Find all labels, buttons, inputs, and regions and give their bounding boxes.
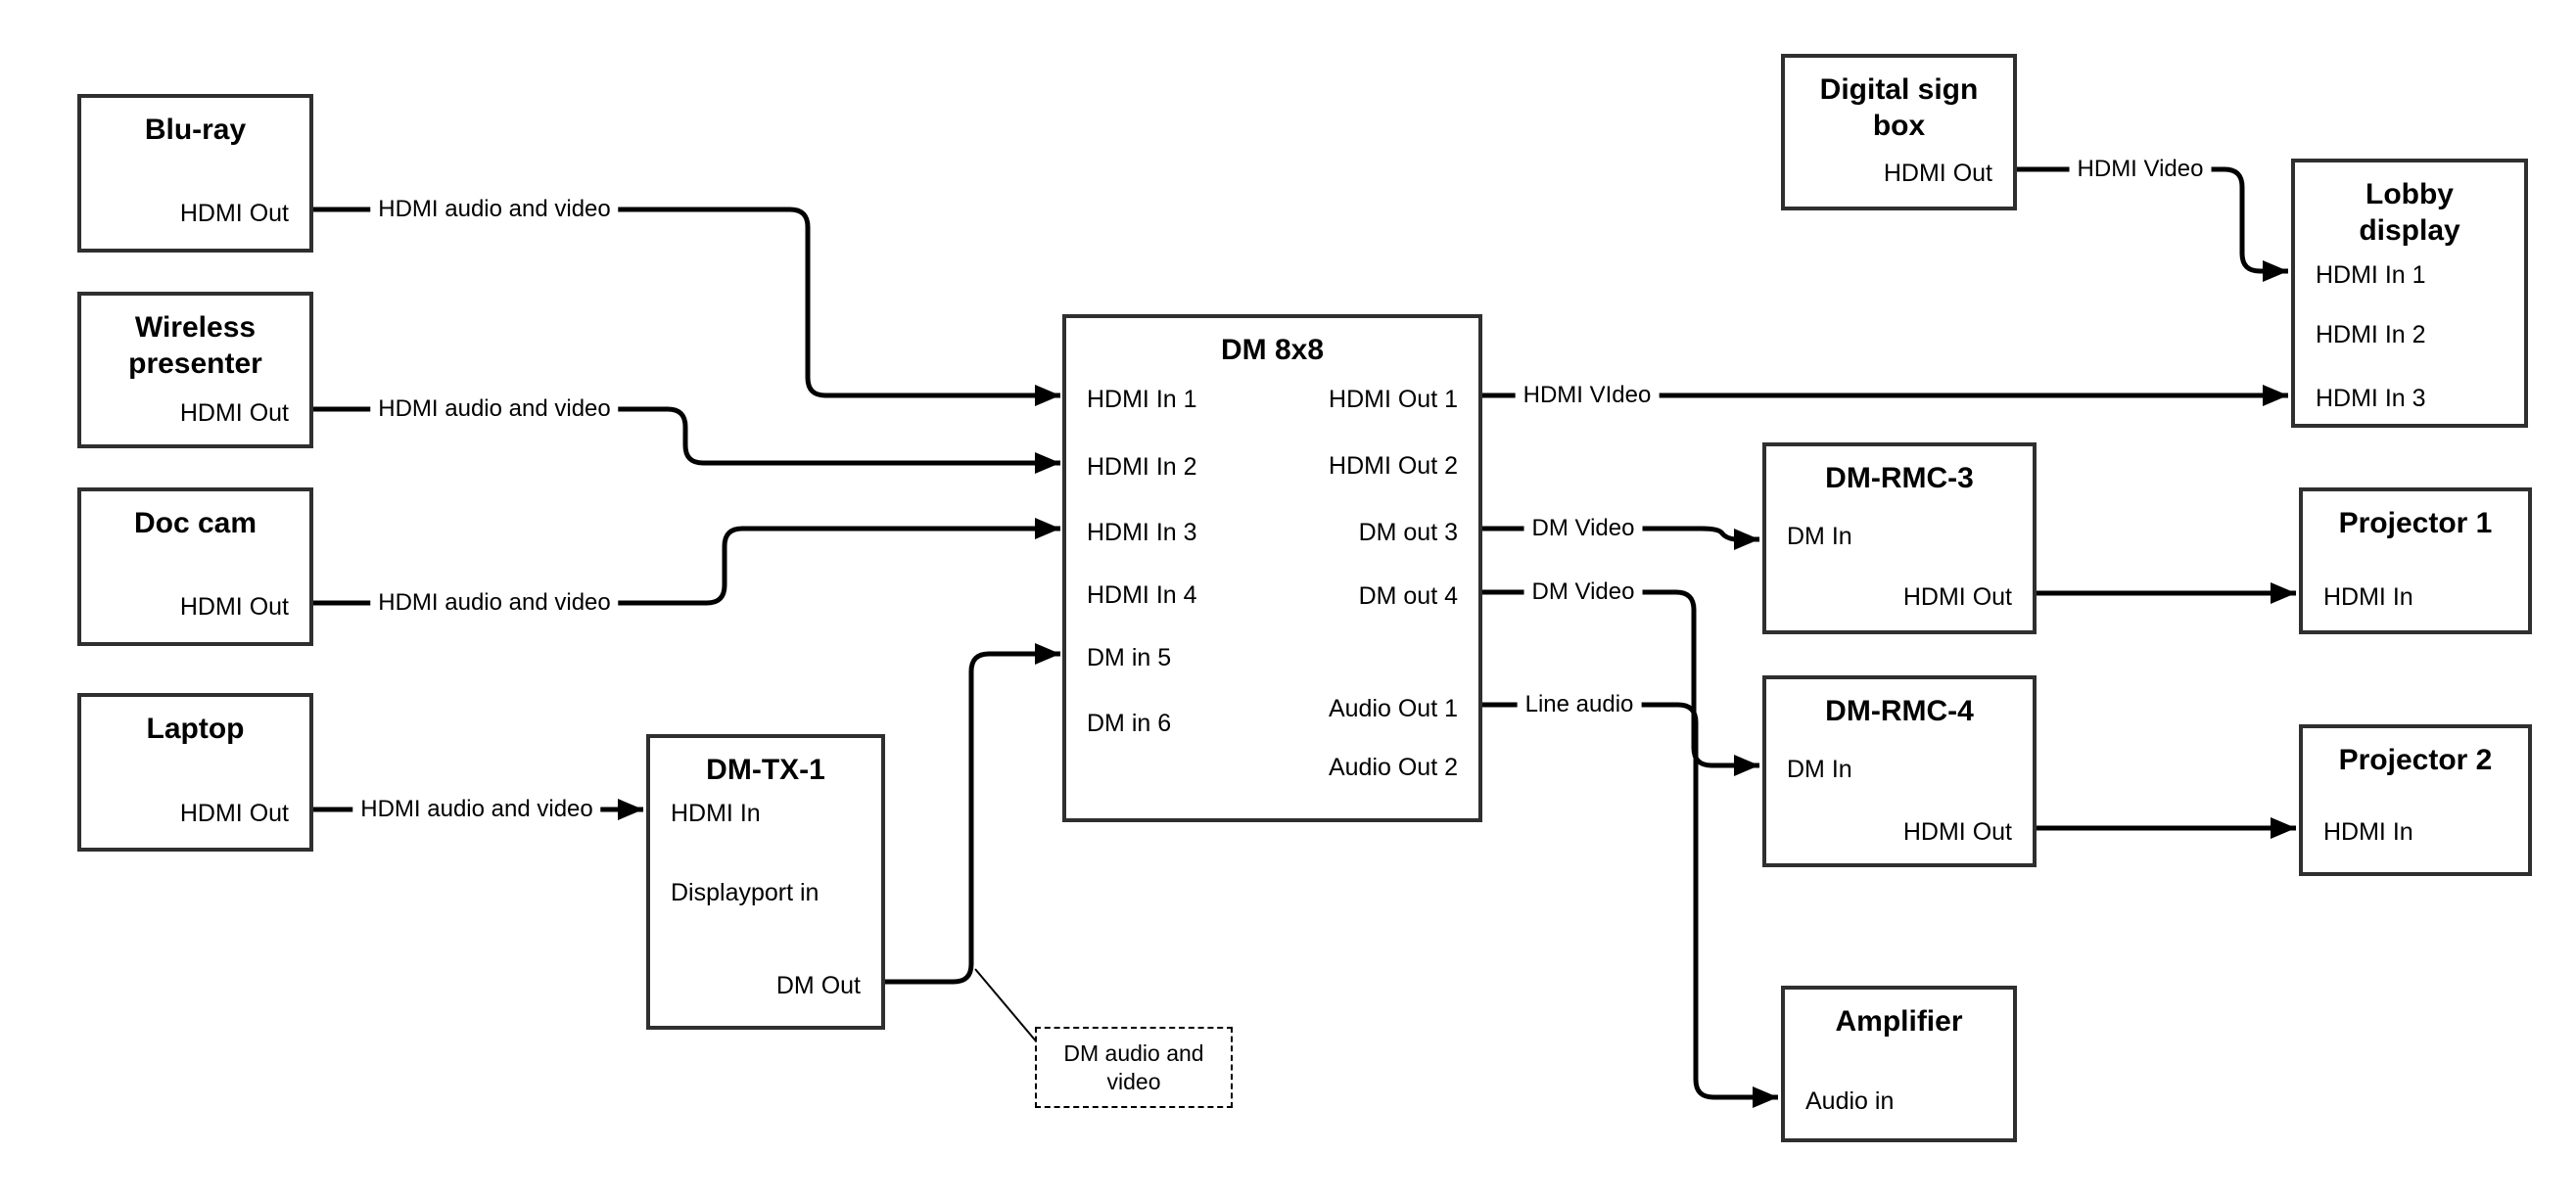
callout-leader-line xyxy=(974,968,1039,1044)
port-digital-sign-box-hdmi-out: HDMI Out xyxy=(1883,160,1992,187)
wire-label-dm-out-3-to-dm-rmc-3: DM Video xyxy=(1523,513,1643,544)
node-projector-2: Projector 2 HDMI In xyxy=(2299,724,2532,876)
port-lobby-display-hdmi-in-1: HDMI In 1 xyxy=(2316,261,2426,289)
port-dm-8x8-dm-out-3: DM out 3 xyxy=(1358,519,1458,546)
wire-label-doc-cam-to-hdmi-in-3: HDMI audio and video xyxy=(370,587,619,619)
port-dm-8x8-hdmi-in-4: HDMI In 4 xyxy=(1087,581,1197,609)
port-dm-rmc-3-hdmi-out: HDMI Out xyxy=(1902,583,2012,611)
port-dm-tx-1-displayport-in: Displayport in xyxy=(671,879,820,906)
wire-label-audio-out-1-to-amplifier: Line audio xyxy=(1517,689,1642,720)
port-dm-8x8-audio-out-2: Audio Out 2 xyxy=(1328,754,1458,781)
port-dm-8x8-hdmi-out-2: HDMI Out 2 xyxy=(1329,452,1458,480)
port-blu-ray-hdmi-out: HDMI Out xyxy=(179,200,289,227)
wire-audio-out-1-to-amplifier xyxy=(1482,702,1778,1108)
port-lobby-display-hdmi-in-2: HDMI In 2 xyxy=(2316,321,2426,348)
wire-label-digital-sign-to-lobby: HDMI Video xyxy=(2069,154,2212,185)
port-dm-8x8-hdmi-in-2: HDMI In 2 xyxy=(1087,453,1197,481)
node-title-dm-rmc-4: DM-RMC-4 xyxy=(1825,695,1974,727)
port-dm-8x8-hdmi-in-3: HDMI In 3 xyxy=(1087,519,1197,546)
node-title-digital-sign-box: Digital sign box xyxy=(1819,73,1979,142)
node-title-lobby-display: Lobby display xyxy=(2359,178,2460,247)
port-projector-1-hdmi-in: HDMI In xyxy=(2323,583,2413,611)
node-title-dm-8x8: DM 8x8 xyxy=(1220,334,1325,366)
wire-dm-tx-1-to-dm-in-5 xyxy=(885,643,1060,985)
node-title-laptop: Laptop xyxy=(146,713,245,745)
port-amplifier-audio-in: Audio in xyxy=(1805,1087,1895,1115)
port-dm-8x8-audio-out-1: Audio Out 1 xyxy=(1328,695,1458,722)
port-dm-8x8-dm-out-4: DM out 4 xyxy=(1358,582,1458,610)
wire-dm-out-4-to-dm-rmc-4 xyxy=(1482,589,1759,776)
node-title-projector-2: Projector 2 xyxy=(2338,744,2493,776)
wire-wireless-to-hdmi-in-2 xyxy=(313,406,1060,474)
port-dm-8x8-dm-in-5: DM in 5 xyxy=(1087,644,1172,671)
port-lobby-display-hdmi-in-3: HDMI In 3 xyxy=(2316,385,2426,412)
node-title-amplifier: Amplifier xyxy=(1835,1005,1963,1038)
node-dm-rmc-3: DM-RMC-3 DM In HDMI Out xyxy=(1762,442,2037,634)
wire-label-dm-out-4-to-dm-rmc-4: DM Video xyxy=(1523,577,1643,608)
port-dm-8x8-hdmi-in-1: HDMI In 1 xyxy=(1087,386,1197,413)
wire-doc-cam-to-hdmi-in-3 xyxy=(313,518,1060,606)
node-title-projector-1: Projector 1 xyxy=(2338,507,2493,539)
node-title-wireless-presenter: Wireless presenter xyxy=(128,311,262,380)
port-dm-rmc-4-hdmi-out: HDMI Out xyxy=(1902,818,2012,846)
port-dm-tx-1-dm-out: DM Out xyxy=(775,972,861,999)
wire-label-blu-ray-to-hdmi-in-1: HDMI audio and video xyxy=(370,194,619,225)
port-dm-rmc-4-dm-in: DM In xyxy=(1787,756,1852,783)
callout-dm-audio-video: DM audio and video xyxy=(1035,1027,1233,1108)
port-dm-8x8-dm-in-6: DM in 6 xyxy=(1087,710,1172,737)
node-dm-rmc-4: DM-RMC-4 DM In HDMI Out xyxy=(1762,675,2037,867)
wire-blu-ray-to-hdmi-in-1 xyxy=(313,207,1060,406)
port-doc-cam-hdmi-out: HDMI Out xyxy=(179,593,289,621)
node-title-doc-cam: Doc cam xyxy=(133,507,258,539)
wire-label-hdmi-out-1-to-lobby: HDMI VIdeo xyxy=(1515,380,1660,411)
wire-digital-sign-to-lobby xyxy=(2017,166,2288,282)
port-laptop-hdmi-out: HDMI Out xyxy=(179,800,289,827)
node-title-blu-ray: Blu-ray xyxy=(144,114,247,146)
node-projector-1: Projector 1 HDMI In xyxy=(2299,487,2532,634)
node-title-dm-tx-1: DM-TX-1 xyxy=(706,754,825,786)
wire-label-laptop-to-dm-tx-1: HDMI audio and video xyxy=(352,794,601,825)
port-wireless-presenter-hdmi-out: HDMI Out xyxy=(179,399,289,427)
wire-dm-out-3-to-dm-rmc-3 xyxy=(1482,526,1759,550)
port-dm-rmc-3-dm-in: DM In xyxy=(1787,523,1852,550)
port-dm-tx-1-hdmi-in: HDMI In xyxy=(671,800,761,827)
node-title-dm-rmc-3: DM-RMC-3 xyxy=(1825,462,1974,494)
wire-label-wireless-to-hdmi-in-2: HDMI audio and video xyxy=(370,393,619,425)
port-dm-8x8-hdmi-out-1: HDMI Out 1 xyxy=(1329,386,1458,413)
port-projector-2-hdmi-in: HDMI In xyxy=(2323,818,2413,846)
